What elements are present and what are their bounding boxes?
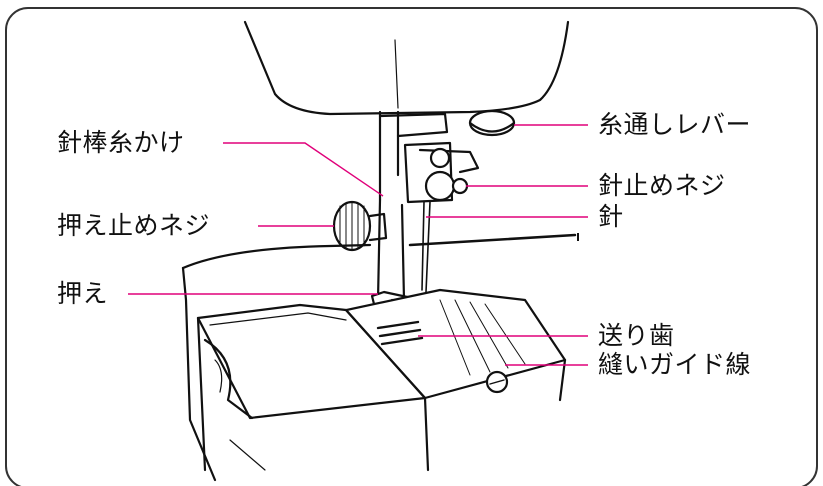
label-needle: 針 (598, 202, 624, 231)
leader-needle-bar-thread-guide (223, 142, 384, 197)
machine-drawing (181, 20, 577, 482)
diagram-frame (5, 7, 818, 486)
label-seam-guide-lines: 縫いガイド線 (598, 350, 752, 379)
feed-dogs-shape (376, 320, 424, 346)
needle-clamp-screw (424, 170, 456, 202)
needle-line (421, 201, 431, 293)
label-presser-foot-screw: 押え止めネジ (57, 211, 211, 240)
machine-head (243, 20, 570, 116)
label-feed-dogs: 送り歯 (598, 321, 675, 350)
leader-lines (128, 124, 588, 366)
label-presser-foot: 押え (57, 279, 109, 308)
label-needle-clamp-screw: 針止めネジ (598, 171, 726, 200)
label-threader-lever: 糸通しレバー (598, 110, 752, 139)
label-needle-bar-thread-guide: 針棒糸かけ (57, 128, 185, 157)
